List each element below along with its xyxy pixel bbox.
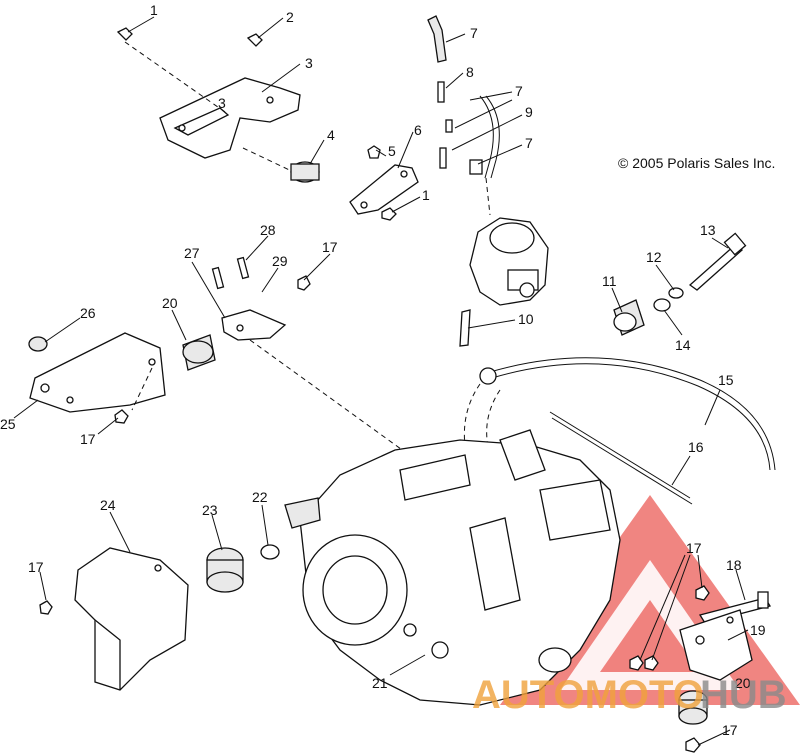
callout-7: 7 [515, 83, 523, 99]
fuel-lines [427, 15, 500, 216]
callout-17: 17 [28, 559, 44, 575]
callout-17: 17 [322, 239, 338, 255]
callout-22: 22 [252, 489, 268, 505]
mount-bracket-27 [182, 256, 431, 471]
mount-bracket-6 [290, 145, 419, 221]
callout-23: 23 [202, 502, 218, 518]
callout-5: 5 [388, 143, 396, 159]
callout-20: 20 [162, 295, 178, 311]
copyright-notice: © 2005 Polaris Sales Inc. [618, 155, 775, 171]
callout-15: 15 [718, 372, 734, 388]
front-left-bracket [28, 332, 166, 424]
upper-bracket [116, 27, 301, 176]
callout-labels: 1 2 3 3 4 5 6 1 7 8 7 9 7 10 11 12 13 14… [0, 2, 766, 738]
callout-9: 9 [525, 104, 533, 120]
callout-29: 29 [272, 253, 288, 269]
callout-8: 8 [466, 64, 474, 80]
callout-16: 16 [688, 439, 704, 455]
callout-25: 25 [0, 416, 16, 432]
callout-19: 19 [750, 622, 766, 638]
callout-26: 26 [80, 305, 96, 321]
watermark-wordmark: AUTOMOTO HUB [472, 673, 787, 717]
mount-23 [206, 544, 280, 593]
right-mount-set [629, 585, 772, 753]
callout-3: 3 [305, 55, 313, 71]
cables [463, 357, 776, 505]
carburetor [459, 217, 549, 347]
bracket-24 [39, 547, 189, 691]
callout-6: 6 [414, 122, 422, 138]
callout-1: 1 [150, 2, 158, 18]
callout-3: 3 [218, 95, 226, 111]
callout-21: 21 [372, 675, 388, 691]
engine [284, 429, 621, 706]
callout-14: 14 [675, 337, 691, 353]
callout-4: 4 [327, 127, 335, 143]
callout-17: 17 [686, 540, 702, 556]
leader-lines [13, 16, 749, 746]
callout-1: 1 [422, 187, 430, 203]
callout-24: 24 [100, 497, 116, 513]
callout-18: 18 [726, 557, 742, 573]
watermark-text-secondary: HUB [700, 673, 787, 717]
callout-28: 28 [260, 222, 276, 238]
callout-2: 2 [286, 9, 294, 25]
bolt-bushing-set [613, 232, 747, 336]
callout-17: 17 [722, 722, 738, 738]
callout-12: 12 [646, 249, 662, 265]
callout-7: 7 [525, 135, 533, 151]
callout-17: 17 [80, 431, 96, 447]
callout-13: 13 [700, 222, 716, 238]
callout-10: 10 [518, 311, 534, 327]
callout-7: 7 [470, 25, 478, 41]
callout-27: 27 [184, 245, 200, 261]
callout-20: 20 [735, 675, 751, 691]
callout-11: 11 [602, 273, 617, 289]
watermark-text-primary: AUTOMOTO [472, 673, 704, 717]
